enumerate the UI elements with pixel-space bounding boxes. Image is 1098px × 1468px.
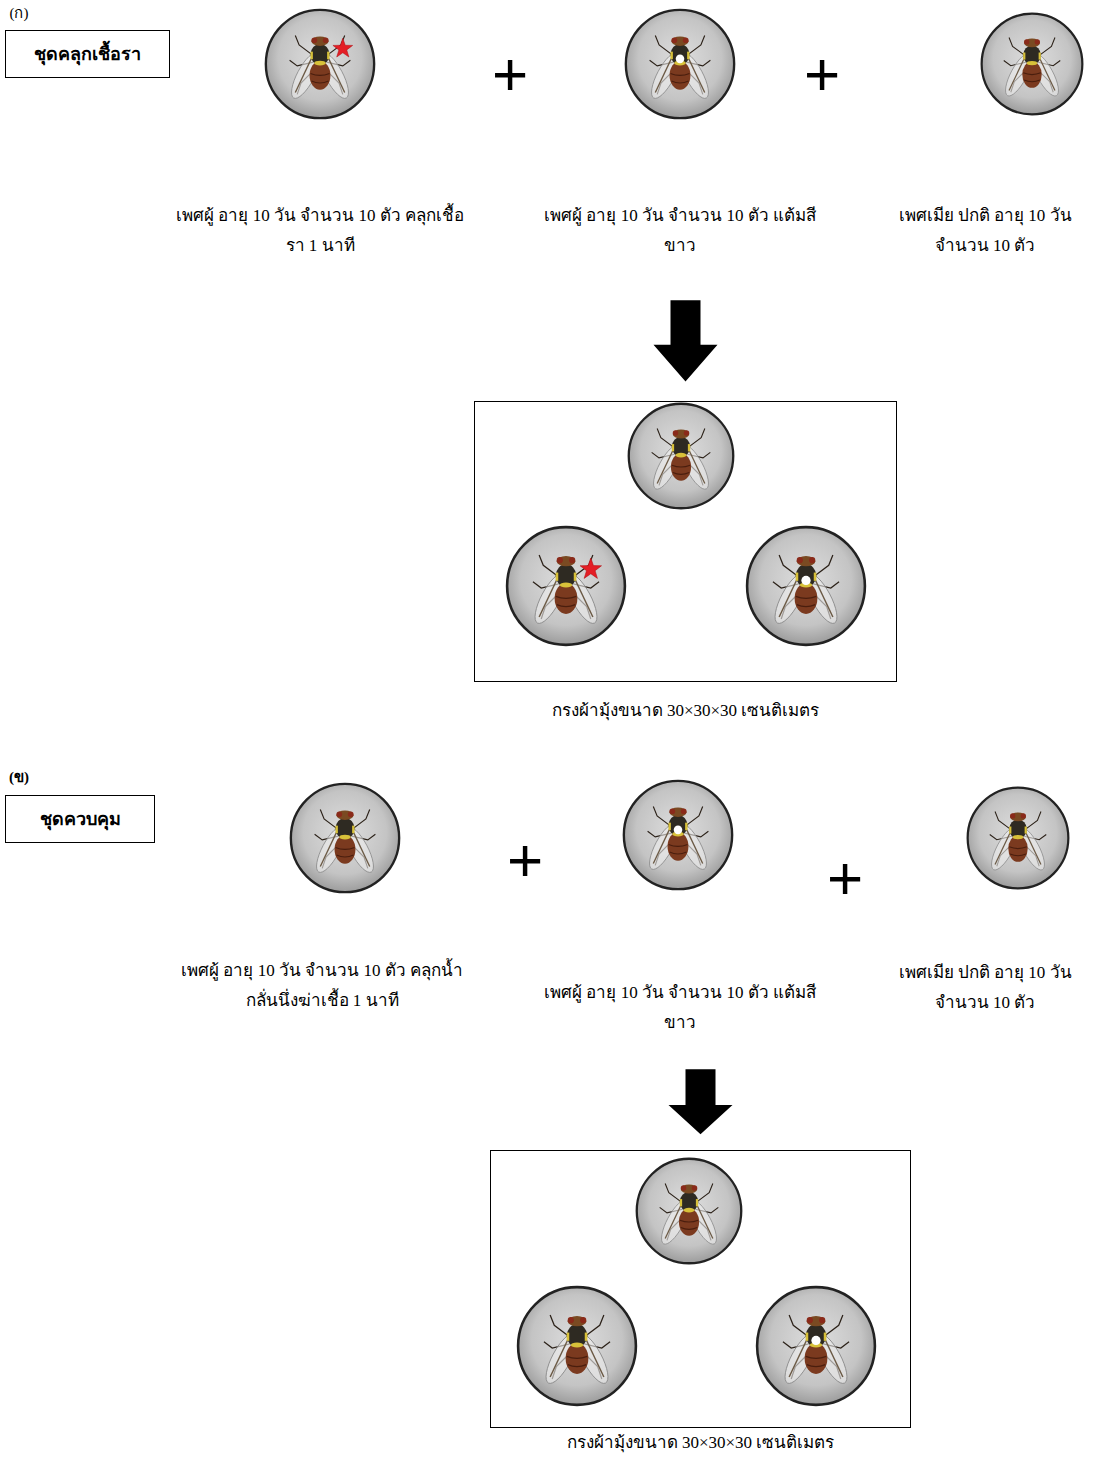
white-paint-dot <box>801 576 810 585</box>
fungus-mark-star <box>580 558 601 578</box>
fly-photo <box>637 1159 742 1264</box>
cage-box: กรงผ้ามุ้งขนาด 30×30×30 เซนติเมตร <box>474 401 897 722</box>
sample-caption: เพศผู้ อายุ 10 วัน จำนวน 10 ตัว แต้มสีขา… <box>530 201 830 261</box>
fly-sample: เพศเมีย ปกติ อายุ 10 วัน จำนวน 10 ตัว <box>880 783 1090 1018</box>
cage-caption: กรงผ้ามุ้งขนาด 30×30×30 เซนติเมตร <box>474 700 897 722</box>
sample-caption: เพศผู้ อายุ 10 วัน จำนวน 10 ตัว แต้มสีขา… <box>530 978 830 1038</box>
petri-dish <box>530 776 830 895</box>
fly-photo <box>747 527 865 645</box>
plus-sign: + <box>492 43 528 105</box>
plus-sign: + <box>804 43 840 105</box>
petri-dish <box>880 9 1090 120</box>
fly-photo <box>626 10 734 118</box>
sample-caption: เพศเมีย ปกติ อายุ 10 วัน จำนวน 10 ตัว <box>880 958 1090 1018</box>
fly-photo <box>266 10 374 118</box>
fly-photo <box>518 1287 636 1405</box>
fly-sample: เพศผู้ อายุ 10 วัน จำนวน 10 ตัว คลุกเชื้… <box>170 5 470 261</box>
petri-dish <box>172 779 472 898</box>
fungus-mark-star <box>333 38 353 57</box>
cage-box: กรงผ้ามุ้งขนาด 30×30×30 เซนติเมตร <box>490 1150 911 1454</box>
block-arrow <box>654 300 718 381</box>
white-paint-dot <box>674 826 683 835</box>
fly-sample: เพศผู้ อายุ 10 วัน จำนวน 10 ตัว แต้มสีขา… <box>530 5 830 261</box>
sample-caption: เพศผู้ อายุ 10 วัน จำนวน 10 ตัว คลุกเชื้… <box>170 201 470 261</box>
section-label: (ก) <box>10 6 29 21</box>
fly-photo <box>982 14 1083 115</box>
fly-photo <box>757 1287 875 1405</box>
mosquito-net-cage <box>490 1150 911 1428</box>
sample-caption: เพศผู้ อายุ 10 วัน จำนวน 10 ตัว คลุกน้ำก… <box>172 956 472 1016</box>
petri-dish <box>880 783 1090 894</box>
fly-photo <box>968 788 1069 889</box>
group-title-box: ชุดคลุกเชื้อรา <box>5 30 170 78</box>
block-arrow <box>669 1069 733 1134</box>
mosquito-net-cage <box>474 401 897 682</box>
white-paint-dot <box>811 1336 820 1345</box>
petri-dish <box>170 5 470 124</box>
section-label: (ข) <box>9 770 29 785</box>
cage-contents <box>475 402 895 680</box>
fly-sample: เพศผู้ อายุ 10 วัน จำนวน 10 ตัว คลุกน้ำก… <box>172 779 472 1016</box>
white-paint-dot <box>676 55 685 64</box>
plus-sign: + <box>827 847 863 909</box>
fly-photo <box>629 404 734 509</box>
fly-photo <box>624 781 732 889</box>
fly-sample: เพศเมีย ปกติ อายุ 10 วัน จำนวน 10 ตัว <box>880 9 1090 261</box>
fly-photo <box>291 784 399 892</box>
sample-caption: เพศเมีย ปกติ อายุ 10 วัน จำนวน 10 ตัว <box>880 201 1090 261</box>
group-title: ชุดคลุกเชื้อรา <box>34 42 141 66</box>
fly-sample: เพศผู้ อายุ 10 วัน จำนวน 10 ตัว แต้มสีขา… <box>530 776 830 1038</box>
group-title: ชุดควบคุม <box>40 807 121 831</box>
plus-sign: + <box>507 829 543 891</box>
cage-contents <box>491 1151 909 1426</box>
petri-dish <box>530 5 830 124</box>
cage-caption: กรงผ้ามุ้งขนาด 30×30×30 เซนติเมตร <box>490 1432 911 1454</box>
fly-photo <box>507 527 625 645</box>
group-title-box: ชุดควบคุม <box>5 795 155 843</box>
